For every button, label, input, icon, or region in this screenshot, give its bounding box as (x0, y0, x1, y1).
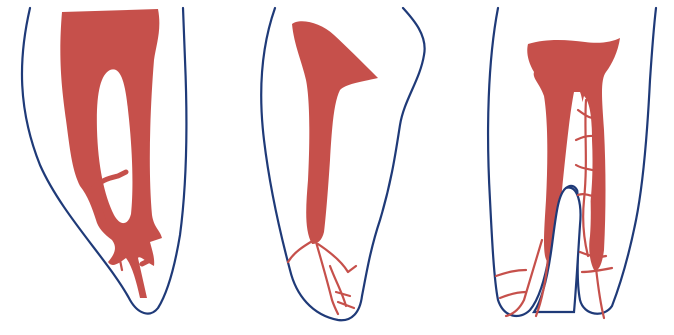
tooth-3-distal-root-canal (596, 268, 604, 318)
tooth-2-apical-delta-left (288, 240, 314, 262)
tooth-2 (261, 8, 424, 320)
tooth-3-lateral-canal-1 (496, 270, 526, 276)
tooth-3-mesial-root-canal-left (506, 240, 542, 316)
tooth-1 (22, 8, 186, 314)
tooth-2-pulp-canal (292, 21, 378, 244)
tooth-1-apical-branch-3 (142, 260, 150, 264)
tooth-3 (488, 8, 656, 318)
tooth-3-furcation (534, 188, 580, 312)
tooth-3-lateral-canal-2 (500, 292, 526, 298)
